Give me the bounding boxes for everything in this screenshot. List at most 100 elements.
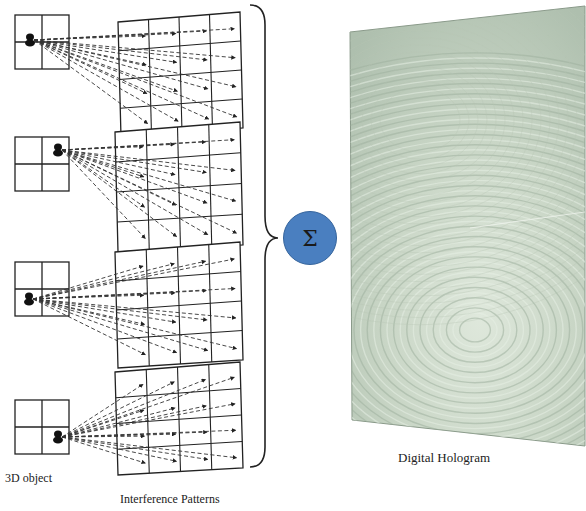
panel	[15, 12, 243, 137]
panel	[15, 122, 243, 252]
grid-line	[120, 70, 242, 80]
grid-line	[210, 15, 213, 131]
object-label: 3D object	[5, 471, 52, 486]
dashed-ray	[33, 259, 234, 299]
grid-line	[120, 99, 242, 108]
fringe-ring	[326, 45, 514, 195]
fringe-ring	[209, 0, 586, 289]
interference-panels	[15, 12, 243, 475]
fringe-ring	[149, 78, 586, 511]
dashed-ray	[62, 437, 176, 461]
grid-line	[117, 214, 242, 222]
object-blob	[54, 144, 62, 151]
fringe-ring	[380, 257, 569, 403]
fringe-ring	[275, 175, 586, 484]
fringe-ring	[281, 180, 586, 479]
dashed-ray	[33, 261, 205, 299]
fringe-ring	[362, 74, 478, 167]
fringe-ring	[407, 277, 543, 382]
fringe-ring	[169, 94, 586, 511]
fringe-ring	[218, 0, 586, 282]
fringe-ring	[263, 0, 577, 246]
fringe-ring	[227, 0, 586, 274]
fringe-ring	[235, 145, 586, 511]
dashed-ray	[33, 299, 176, 322]
dashed-ray	[62, 408, 175, 437]
dashed-ray	[62, 437, 208, 459]
object-blob	[54, 431, 62, 438]
fringe-ring	[328, 216, 586, 444]
dashed-ray	[62, 150, 176, 237]
dashed-ray	[34, 40, 236, 87]
dashed-ray	[62, 380, 205, 437]
fringe-ring	[295, 191, 586, 470]
fringe-ring	[413, 282, 536, 377]
sum-symbol: Σ	[302, 226, 318, 251]
fringe-ring	[229, 140, 586, 511]
fringe-ring	[427, 293, 524, 368]
fringe-ring	[367, 247, 583, 414]
pattern-grid	[115, 122, 243, 252]
grid-line	[209, 365, 212, 470]
dashed-ray	[62, 406, 206, 437]
dashed-ray	[33, 299, 236, 318]
grid-line	[15, 163, 69, 164]
curly-brace	[250, 5, 278, 467]
fringe-ring	[308, 30, 532, 209]
dashed-ray	[33, 299, 207, 320]
dashed-ray	[62, 150, 176, 205]
object-blob	[26, 34, 34, 41]
fringe-ring	[255, 160, 586, 500]
dashed-ray	[33, 299, 176, 353]
dashed-ray	[34, 40, 177, 62]
object-grid	[15, 400, 69, 454]
object-blob	[25, 293, 33, 300]
fringe-ring	[308, 201, 586, 459]
dashed-ray	[62, 410, 144, 437]
fringe-ring	[433, 298, 517, 363]
grid-line	[15, 288, 69, 289]
dashed-ray	[62, 430, 236, 437]
fringe-ring	[371, 81, 469, 159]
dashed-ray	[34, 40, 237, 117]
fringe-ring	[394, 267, 557, 393]
fringe-ring	[317, 38, 523, 203]
dashed-ray	[33, 264, 174, 299]
fringe-ring	[196, 114, 586, 511]
fringe-ring	[354, 237, 586, 424]
fringe-ring	[191, 0, 586, 303]
fringe-ring	[335, 52, 505, 188]
fringe-ring	[347, 231, 586, 428]
dashed-ray	[62, 437, 145, 463]
dashed-ray	[62, 404, 235, 437]
dashed-ray	[33, 299, 144, 324]
fringe-ring	[387, 262, 563, 398]
object-grid	[15, 137, 69, 191]
fringe-ring	[299, 23, 541, 217]
fringe-ring	[301, 196, 586, 465]
grid-line	[15, 426, 69, 427]
pattern-label: Interference Patterns	[120, 492, 220, 507]
fringe-ring	[440, 303, 510, 357]
dashed-ray	[33, 288, 235, 299]
dashed-ray	[34, 40, 178, 121]
fringe-ring	[248, 155, 586, 505]
grid-line	[117, 415, 242, 424]
fringe-ring	[344, 59, 496, 181]
hologram-fringes	[116, 0, 586, 511]
dashed-ray	[62, 140, 234, 150]
sum-circle: Σ	[283, 211, 337, 265]
grid-line	[209, 125, 212, 247]
fringe-ring	[446, 308, 503, 352]
fringe-ring	[353, 66, 487, 173]
fringe-ring	[200, 0, 586, 296]
dashed-ray	[34, 40, 235, 58]
grid-line	[117, 301, 242, 310]
object-blob	[53, 437, 63, 444]
fringe-ring	[156, 84, 586, 511]
hologram-label: Digital Hologram	[398, 450, 490, 466]
object-blob	[53, 150, 63, 157]
scratch	[470, 212, 585, 228]
panel	[15, 242, 243, 368]
